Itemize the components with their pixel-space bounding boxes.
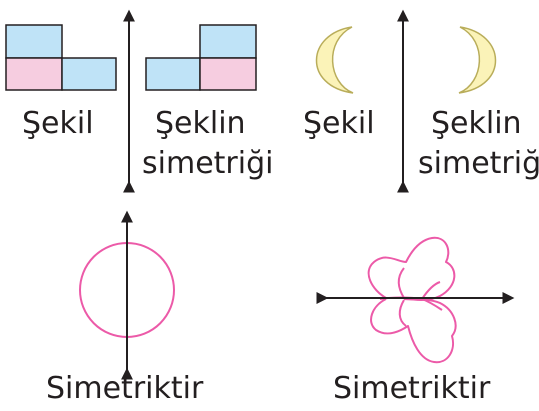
mirror-label-1-line2: simetriği (142, 146, 274, 181)
shape-label-1: Şekil (22, 106, 94, 141)
crescent-moon-icon (315, 26, 354, 94)
butterfly-icon (367, 236, 457, 364)
symmetric-label-circle: Simetriktir (46, 371, 204, 406)
mirror-label-2-line1: Şeklin (431, 106, 522, 141)
mirror-label-1-line1: Şeklin (155, 106, 246, 141)
block-shape-mirror (145, 24, 257, 91)
shape-label-2: Şekil (303, 106, 375, 141)
crescent-moon-mirror-icon (458, 26, 497, 94)
block-shape-original (5, 24, 117, 91)
symmetric-label-butterfly: Simetriktir (333, 371, 491, 406)
mirror-label-2-line2: simetriği (418, 146, 539, 181)
